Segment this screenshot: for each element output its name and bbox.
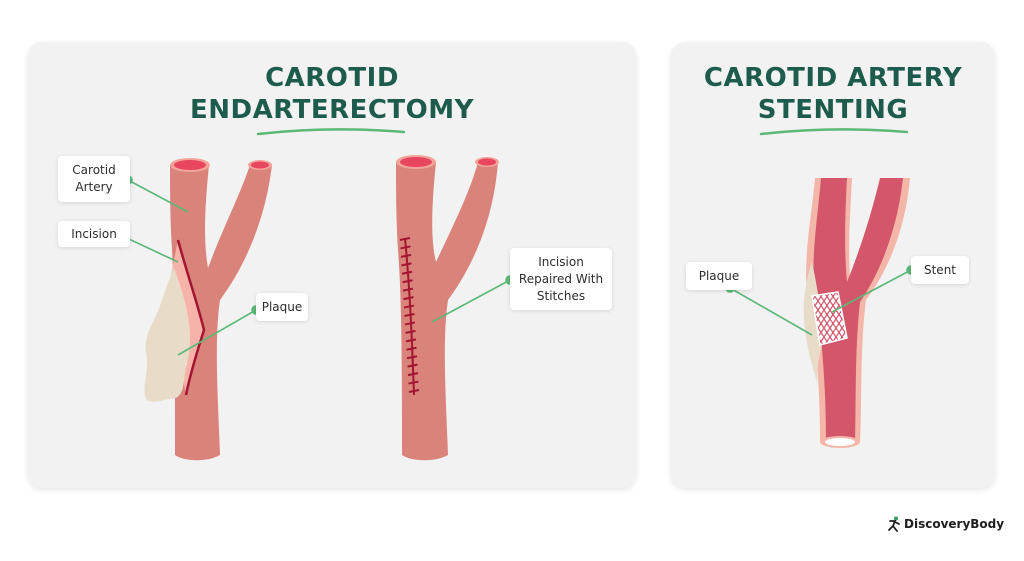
stitch-tick (407, 363, 418, 368)
branch-opening-lumen (478, 158, 496, 166)
label-carotid-artery: Carotid Artery (58, 156, 130, 202)
stitch-tick (399, 237, 411, 241)
stitched-artery-illustration (396, 155, 499, 461)
stenting-title: CAROTID ARTERY STENTING (671, 62, 995, 126)
artery-opening-lumen (174, 160, 206, 170)
leader-carotid-artery (127, 179, 189, 213)
stitch-tick (405, 338, 417, 343)
label-stent: Stent (911, 256, 969, 284)
title-line-2: ENDARTERECTOMY (190, 95, 474, 125)
brand-logo: DiscoveryBody (887, 515, 1004, 533)
label-text: Incision (538, 254, 584, 269)
mesh-strand (817, 292, 847, 345)
artery-lumen (813, 178, 903, 442)
label-text: Plaque (261, 299, 303, 314)
branch-opening-lumen (251, 161, 269, 169)
artery-body (170, 165, 272, 461)
title-underline-decoration (759, 128, 909, 136)
stitch-tick (401, 270, 413, 275)
stitch-tick (400, 253, 412, 258)
stitch-tick (407, 372, 419, 377)
mesh-strand (835, 292, 847, 345)
title-line-2: STENTING (757, 95, 909, 125)
stitch-marks (399, 237, 420, 393)
artery-body (396, 162, 498, 461)
label-text: Stent (923, 262, 956, 277)
leader-repaired (431, 279, 511, 323)
label-incision: Incision (58, 221, 130, 247)
stented-artery-illustration (803, 178, 910, 448)
label-stent-plaque: Plaque (686, 262, 752, 290)
plaque-piece (144, 268, 191, 402)
stent-mesh (811, 291, 848, 346)
mesh-strand (829, 292, 847, 345)
artery-bottom-opening (825, 438, 855, 446)
endarterectomy-title: CAROTID ENDARTERECTOMY (28, 62, 636, 126)
leader-stent (831, 269, 912, 313)
stitch-tick (405, 329, 416, 334)
label-plaque: Plaque (256, 293, 308, 321)
stitch-tick (400, 245, 411, 250)
open-artery-illustration (144, 158, 272, 461)
label-text: Stitches (536, 288, 586, 303)
stent-plaque (803, 262, 822, 385)
mesh-strand (823, 292, 847, 345)
stitch-tick (404, 313, 415, 317)
stitch-tick (403, 304, 415, 309)
stitch-tick (408, 380, 419, 385)
stitch-tick (408, 389, 420, 393)
artery-opening-lumen (400, 157, 432, 167)
title-underline-decoration (256, 128, 406, 136)
stitch-tick (403, 296, 414, 301)
leader-plaque (177, 309, 257, 356)
brand-name: DiscoveryBody (904, 517, 1005, 531)
label-text: Incision (71, 226, 117, 241)
title-line-1: CAROTID ARTERY (703, 63, 963, 93)
stitch-tick (402, 279, 413, 284)
leader-stent-plaque (729, 287, 813, 336)
stitch-tick (406, 346, 417, 351)
mesh-strand (829, 292, 847, 345)
label-text: Plaque (698, 268, 740, 283)
stitch-tick (401, 262, 412, 267)
label-incision-repaired: Incision Repaired With Stitches (510, 248, 612, 310)
title-line-1: CAROTID (265, 63, 399, 93)
stitch-tick (406, 355, 418, 360)
label-text: Repaired With (518, 271, 604, 286)
incision-edge (176, 239, 206, 396)
stitch-tick (402, 287, 414, 292)
label-text: Artery (75, 180, 113, 194)
running-figure-icon (888, 516, 900, 532)
stitch-tick (404, 321, 416, 326)
label-text: Carotid (72, 163, 116, 177)
